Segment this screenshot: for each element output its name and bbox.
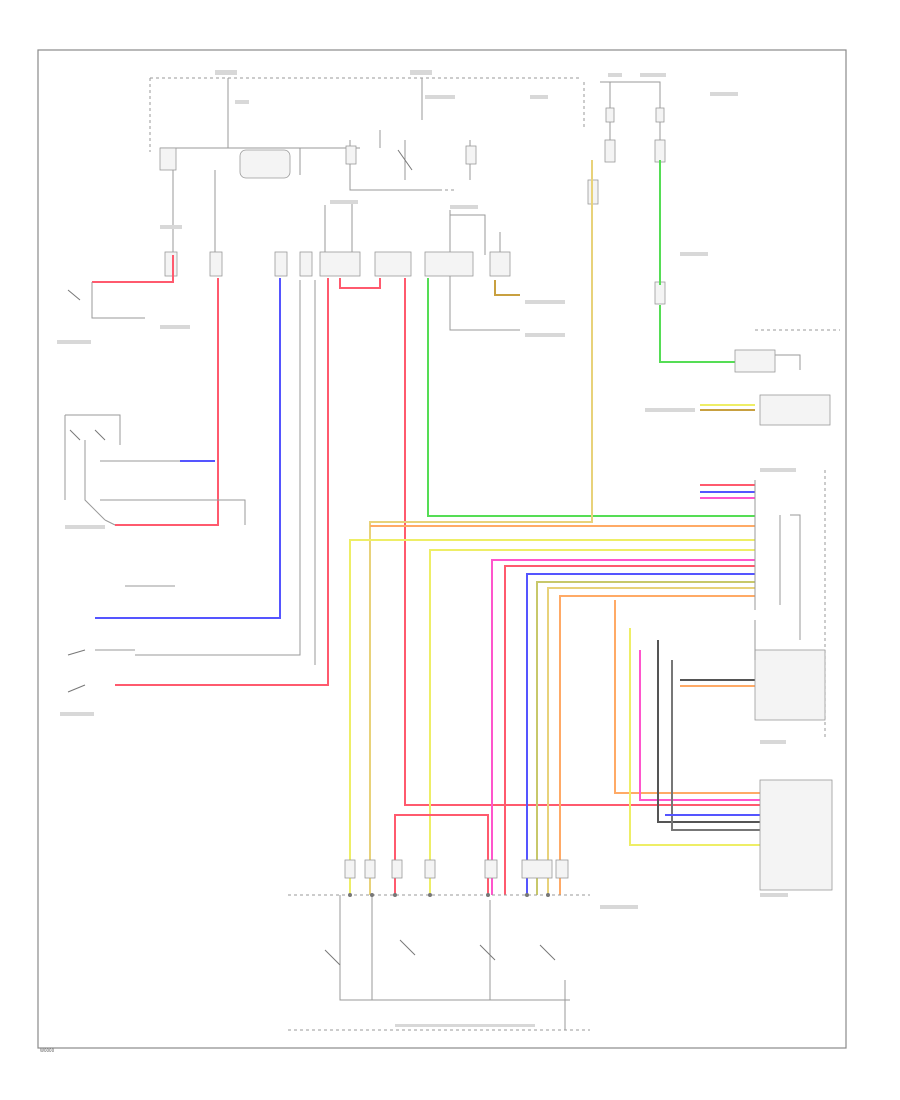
bottom-switch-assembly (288, 859, 590, 1031)
right-components (734, 329, 840, 891)
label-placeholders (57, 70, 796, 1027)
footer-code: W0000 (40, 1048, 55, 1053)
left-components (64, 280, 316, 693)
diagram-frame (37, 49, 847, 1049)
top-power-bus (149, 77, 665, 331)
wires (92, 160, 765, 895)
